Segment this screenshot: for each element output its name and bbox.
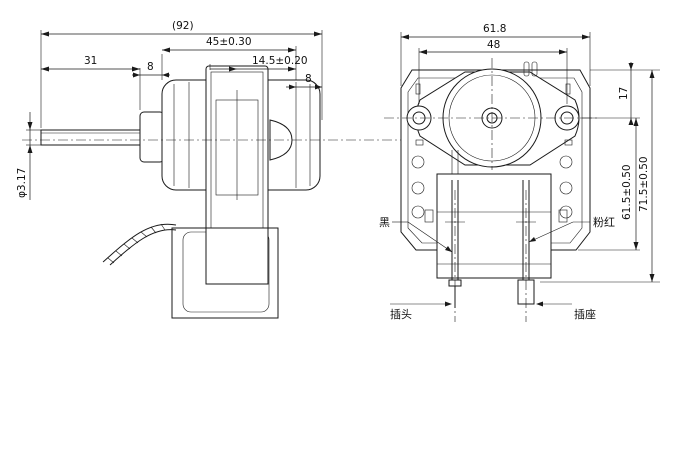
label-pink-red-wire: 粉红 [593, 216, 615, 229]
side-view: (92) 31 8 45±0.30 [16, 20, 405, 319]
lead-wires [102, 223, 177, 266]
label-shaft-length: 31 [84, 55, 97, 67]
label-body-length: 45±0.30 [206, 36, 252, 48]
front-bearing-boss [139, 111, 165, 163]
label-overall-width: 61.8 [483, 23, 506, 35]
leader-plug: 插头 [390, 301, 452, 321]
label-overall-length: (92) [172, 20, 194, 32]
dim-overall-length: (92) [40, 20, 323, 128]
label-hole-spacing: 48 [487, 39, 500, 51]
leader-black-wire: 黑 [379, 216, 453, 253]
label-rear-cap: 8 [305, 73, 312, 85]
dim-shaft-length: 31 [41, 55, 141, 110]
label-socket: 插座 [574, 307, 596, 321]
plate-circles [411, 155, 573, 219]
dim-overall-width: 61.8 [400, 23, 591, 86]
dim-hole-spacing: 48 [418, 39, 568, 104]
plate-slots [415, 61, 573, 146]
mounting-hole-left [406, 105, 432, 131]
leader-socket: 插座 [536, 301, 596, 321]
dim-shaft-diameter: φ3.17 [16, 112, 41, 200]
label-rear-offset: 14.5±0.20 [252, 55, 308, 67]
label-black-wire: 黑 [379, 216, 390, 229]
leader-pink-red-wire: 粉红 [528, 216, 615, 243]
dim-body-length: 45±0.30 [162, 36, 297, 80]
dim-height-outer: 71.5±0.50 [638, 70, 655, 282]
dim-height-inner: 61.5±0.50 [621, 118, 639, 250]
label-hole-offset: 17 [618, 87, 630, 100]
label-shoulder-width: 8 [147, 61, 154, 73]
motor-shaft [40, 129, 144, 146]
dim-rear-offset: 14.5±0.20 [209, 55, 308, 72]
label-plug: 插头 [390, 307, 412, 321]
lower-bracket [171, 227, 279, 319]
dim-shoulder-width: 8 [132, 54, 170, 80]
dim-hole-offset: 17 [618, 62, 634, 125]
label-shaft-diameter: φ3.17 [16, 168, 28, 198]
dim-rear-cap: 8 [286, 73, 323, 120]
label-height-outer: 71.5±0.50 [638, 156, 650, 212]
front-view: 61.8 48 17 61.5±0.50 [379, 23, 660, 322]
label-height-inner: 61.5±0.50 [621, 164, 633, 220]
coil-block [424, 173, 568, 279]
